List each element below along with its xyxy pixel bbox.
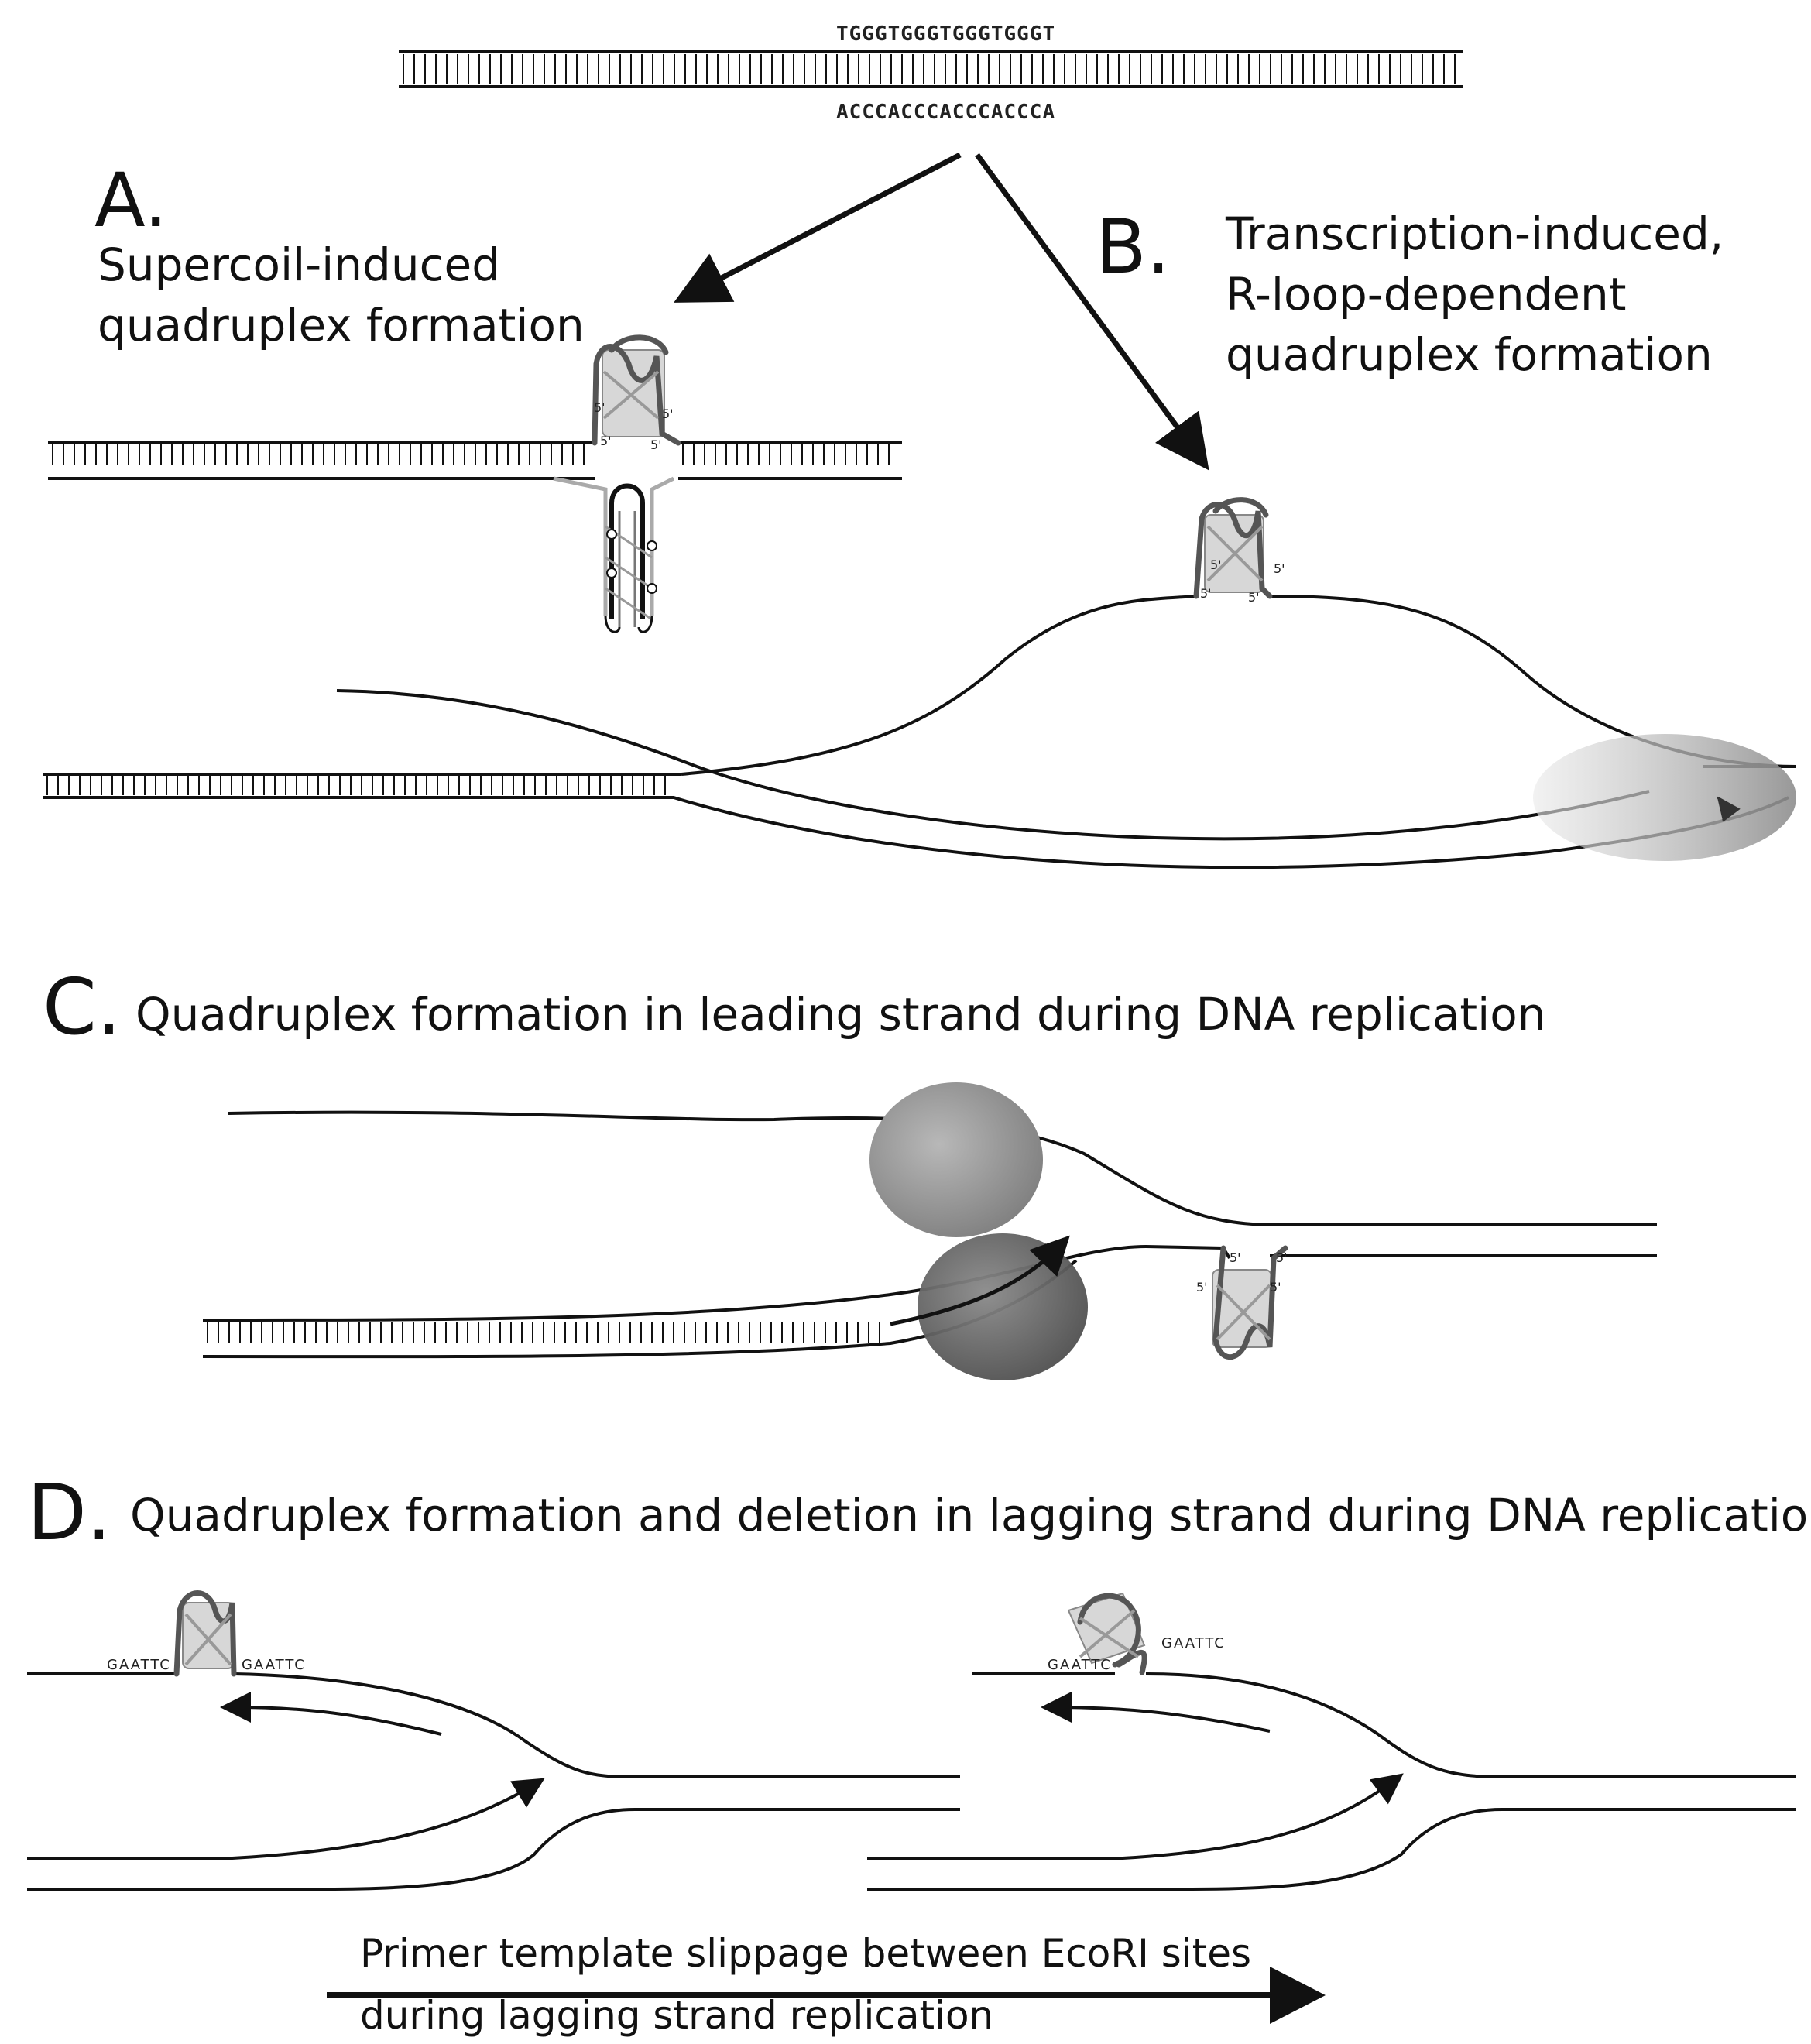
panel-d-title: Quadruplex formation and deletion in lag… xyxy=(130,1489,1811,1542)
panel-c-title: Quadruplex formation in leading strand d… xyxy=(135,988,1546,1041)
quadruplex-a-end-label-1: 5' xyxy=(594,400,605,415)
panel-a-title-line1: Supercoil-induced xyxy=(98,238,500,291)
quadruplex-b-end-label-2: 5' xyxy=(1274,561,1285,576)
panel-a-letter: A. xyxy=(94,157,168,244)
quadruplex-a-end-label-2: 5' xyxy=(662,406,674,421)
polymerase-lagging xyxy=(869,1082,1043,1237)
upper-strand-sequence: TGGGTGGGTGGGTGGGT xyxy=(836,22,1055,46)
panel-b: B. Transcription-induced, R-loop-depende… xyxy=(43,204,1797,869)
site-label-right-1: GAATTC xyxy=(1048,1657,1112,1673)
caption-line2: during lagging strand replication xyxy=(360,1993,993,2038)
quadruplex-c: 5' 5' 5' 5' xyxy=(1196,1245,1288,1360)
quadruplex-a-end-label-4: 5' xyxy=(650,437,662,452)
branch-arrows xyxy=(674,152,1209,471)
quadruplex-c-end-label-2: 5' xyxy=(1276,1250,1288,1265)
quadruplex-b-end-label-1: 5' xyxy=(1210,557,1222,572)
site-label-left-1: GAATTC xyxy=(107,1657,171,1673)
caption-line1: Primer template slippage between EcoRI s… xyxy=(360,1931,1251,1976)
quadruplex-a-end-label-3: 5' xyxy=(600,434,612,448)
fork-right: GAATTC GAATTC xyxy=(867,1592,1796,1891)
rna-polymerase xyxy=(1533,734,1796,861)
quadruplex-d-right xyxy=(1067,1592,1147,1675)
panel-b-title-line2: R-loop-dependent xyxy=(1226,268,1626,321)
panel-b-title-line3: quadruplex formation xyxy=(1226,328,1713,381)
quadruplex-d-left xyxy=(173,1590,237,1677)
lower-strand-sequence: ACCCACCCACCCACCCA xyxy=(836,101,1055,124)
top-duplex: TGGGTGGGTGGGTGGGT ACCCACCCACCCACCCA xyxy=(399,22,1463,124)
quadruplex-b-end-label-4: 5' xyxy=(1248,590,1260,605)
quadruplex-b-end-label-3: 5' xyxy=(1200,586,1212,601)
panel-c-letter: C. xyxy=(43,962,122,1052)
site-label-left-2: GAATTC xyxy=(242,1657,306,1673)
quadruplex-c-end-label-4: 5' xyxy=(1270,1280,1281,1295)
panel-a-title-line2: quadruplex formation xyxy=(98,299,585,352)
fork-left: GAATTC GAATTC xyxy=(27,1590,960,1891)
panel-b-letter: B. xyxy=(1096,204,1170,290)
panel-d: D. Quadruplex formation and deletion in … xyxy=(27,1467,1811,2038)
panel-a: A. Supercoil-induced quadruplex formatio… xyxy=(48,157,902,633)
panel-c: C. Quadruplex formation in leading stran… xyxy=(43,962,1657,1380)
quadruplex-b: 5' 5' 5' 5' xyxy=(1193,497,1285,605)
slippage-arrow xyxy=(327,1967,1326,2024)
quadruplex-a: 5' 5' 5' 5' xyxy=(592,334,681,452)
quadruplex-c-end-label-3: 5' xyxy=(1196,1280,1208,1295)
base-pair-ticks xyxy=(46,54,1456,1343)
imotif-hairpin-a xyxy=(553,476,675,633)
site-label-right-2: GAATTC xyxy=(1161,1635,1226,1651)
quadruplex-c-end-label-1: 5' xyxy=(1230,1250,1241,1265)
panel-d-letter: D. xyxy=(27,1467,111,1558)
polymerase-leading xyxy=(918,1233,1088,1380)
panel-b-title-line1: Transcription-induced, xyxy=(1225,207,1724,260)
